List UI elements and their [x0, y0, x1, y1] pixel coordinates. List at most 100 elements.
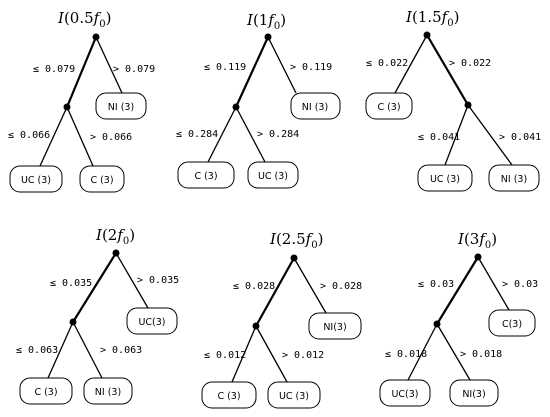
root-left-condition: ≤ 0.028 [233, 281, 275, 292]
root-left-edge [394, 34, 428, 94]
leaf-bottom-left [379, 379, 431, 407]
child-left-condition: ≤ 0.018 [385, 349, 427, 360]
tree-title: I(1.5f0) [405, 8, 459, 29]
child-left-condition: ≤ 0.284 [176, 129, 218, 140]
leaf-bottom-right [79, 165, 125, 193]
tree-4: I(2f0) ≤ 0.035 > 0.035 ≤ 0.063 > 0.063 U… [16, 226, 179, 405]
child-right-edge [235, 106, 266, 163]
leaf-bottom-right-label: UC (3) [279, 391, 309, 402]
root-right-edge [95, 36, 123, 94]
leaf-top-label: NI(3) [323, 322, 346, 333]
leaf-top-label: NI (3) [108, 102, 134, 113]
leaf-top-label: NI (3) [302, 102, 328, 113]
leaf-bottom-left-label: C (3) [34, 387, 57, 398]
leaf-top-label: UC(3) [138, 317, 165, 328]
root-node [474, 253, 482, 261]
root-right-condition: > 0.035 [137, 275, 179, 286]
root-right-edge [426, 34, 469, 106]
child-right-condition: > 0.066 [90, 132, 132, 143]
leaf-top-label: C(3) [502, 319, 522, 330]
root-left-edge [234, 36, 270, 108]
root-left-condition: ≤ 0.03 [418, 279, 454, 290]
internal-node [232, 103, 240, 111]
leaf-top [95, 92, 147, 120]
internal-node [433, 320, 441, 328]
root-node [264, 33, 272, 41]
child-right-edge [66, 106, 94, 167]
tree-6: I(3f0) ≤ 0.03 > 0.03 ≤ 0.018 > 0.018 C(3… [379, 230, 538, 407]
root-left-condition: ≤ 0.079 [33, 64, 75, 75]
leaf-bottom-left-label: UC(3) [391, 389, 418, 400]
root-right-edge [477, 256, 510, 311]
child-right-condition: > 0.063 [100, 345, 142, 356]
tree-title: I(0.5f0) [57, 9, 111, 30]
tree-title: I(3f0) [457, 230, 497, 251]
leaf-bottom-left [177, 161, 235, 189]
root-node [290, 254, 298, 262]
tree-2: I(1f0) ≤ 0.119 > 0.119 ≤ 0.284 > 0.284 N… [176, 11, 341, 189]
root-node [92, 33, 100, 41]
child-left-edge [231, 325, 257, 383]
child-left-condition: ≤ 0.066 [8, 130, 50, 141]
child-left-edge [39, 106, 68, 167]
internal-node [63, 103, 71, 111]
leaf-bottom-left-label: UC (3) [21, 175, 51, 186]
child-right-condition: > 0.284 [257, 129, 299, 140]
tree-1: I(0.5f0) ≤ 0.079 > 0.079 ≤ 0.066 > 0.066… [8, 9, 155, 193]
leaf-bottom-right-label: NI (3) [501, 174, 527, 185]
leaf-bottom-right [83, 377, 133, 405]
child-right-edge [72, 321, 103, 379]
leaf-bottom-right [267, 381, 321, 409]
leaf-bottom-left [19, 377, 73, 405]
leaf-top-label: C (3) [377, 102, 400, 113]
leaf-top [365, 92, 413, 120]
internal-node [464, 101, 472, 109]
internal-node [69, 318, 77, 326]
child-left-edge [207, 106, 237, 163]
root-right-edge [115, 252, 149, 309]
root-node [112, 249, 120, 257]
child-right-edge [467, 104, 513, 166]
root-left-edge [65, 36, 98, 108]
root-left-edge [72, 252, 117, 323]
root-right-condition: > 0.022 [449, 58, 491, 69]
child-right-edge [255, 325, 288, 383]
child-right-edge [436, 323, 471, 381]
tree-title: I(2f0) [95, 226, 135, 247]
root-right-condition: > 0.119 [290, 62, 332, 73]
root-left-edge [436, 256, 479, 325]
child-left-condition: ≤ 0.063 [16, 345, 58, 356]
leaf-bottom-left-label: UC (3) [430, 174, 460, 185]
child-left-edge [407, 323, 438, 381]
internal-node [252, 322, 260, 330]
child-left-condition: ≤ 0.012 [204, 350, 246, 361]
root-left-condition: ≤ 0.035 [50, 278, 92, 289]
leaf-top [126, 307, 178, 335]
leaf-bottom-right [488, 164, 540, 192]
root-right-edge [293, 257, 327, 314]
child-left-condition: ≤ 0.041 [418, 132, 460, 143]
leaf-top [290, 92, 341, 120]
leaf-top [308, 312, 362, 340]
leaf-bottom-left-label: C (3) [194, 171, 217, 182]
tree-5: I(2.5f0) ≤ 0.028 > 0.028 ≤ 0.012 > 0.012… [201, 230, 362, 409]
leaf-bottom-left [417, 164, 473, 192]
leaf-bottom-right-label: NI(3) [462, 389, 485, 400]
root-right-condition: > 0.028 [320, 281, 362, 292]
leaf-top [488, 309, 536, 337]
root-right-condition: > 0.079 [113, 64, 155, 75]
root-left-condition: ≤ 0.119 [204, 62, 246, 73]
root-left-edge [255, 257, 295, 327]
root-node [423, 31, 431, 39]
root-right-condition: > 0.03 [502, 279, 538, 290]
root-left-condition: ≤ 0.022 [366, 58, 408, 69]
child-right-condition: > 0.018 [460, 349, 502, 360]
child-right-condition: > 0.041 [499, 132, 541, 143]
leaf-bottom-right-label: NI (3) [95, 387, 121, 398]
child-left-edge [444, 104, 469, 166]
leaf-bottom-left-label: C (3) [217, 391, 240, 402]
child-right-condition: > 0.012 [282, 350, 324, 361]
root-right-edge [267, 36, 297, 94]
leaf-bottom-right-label: C (3) [90, 175, 113, 186]
